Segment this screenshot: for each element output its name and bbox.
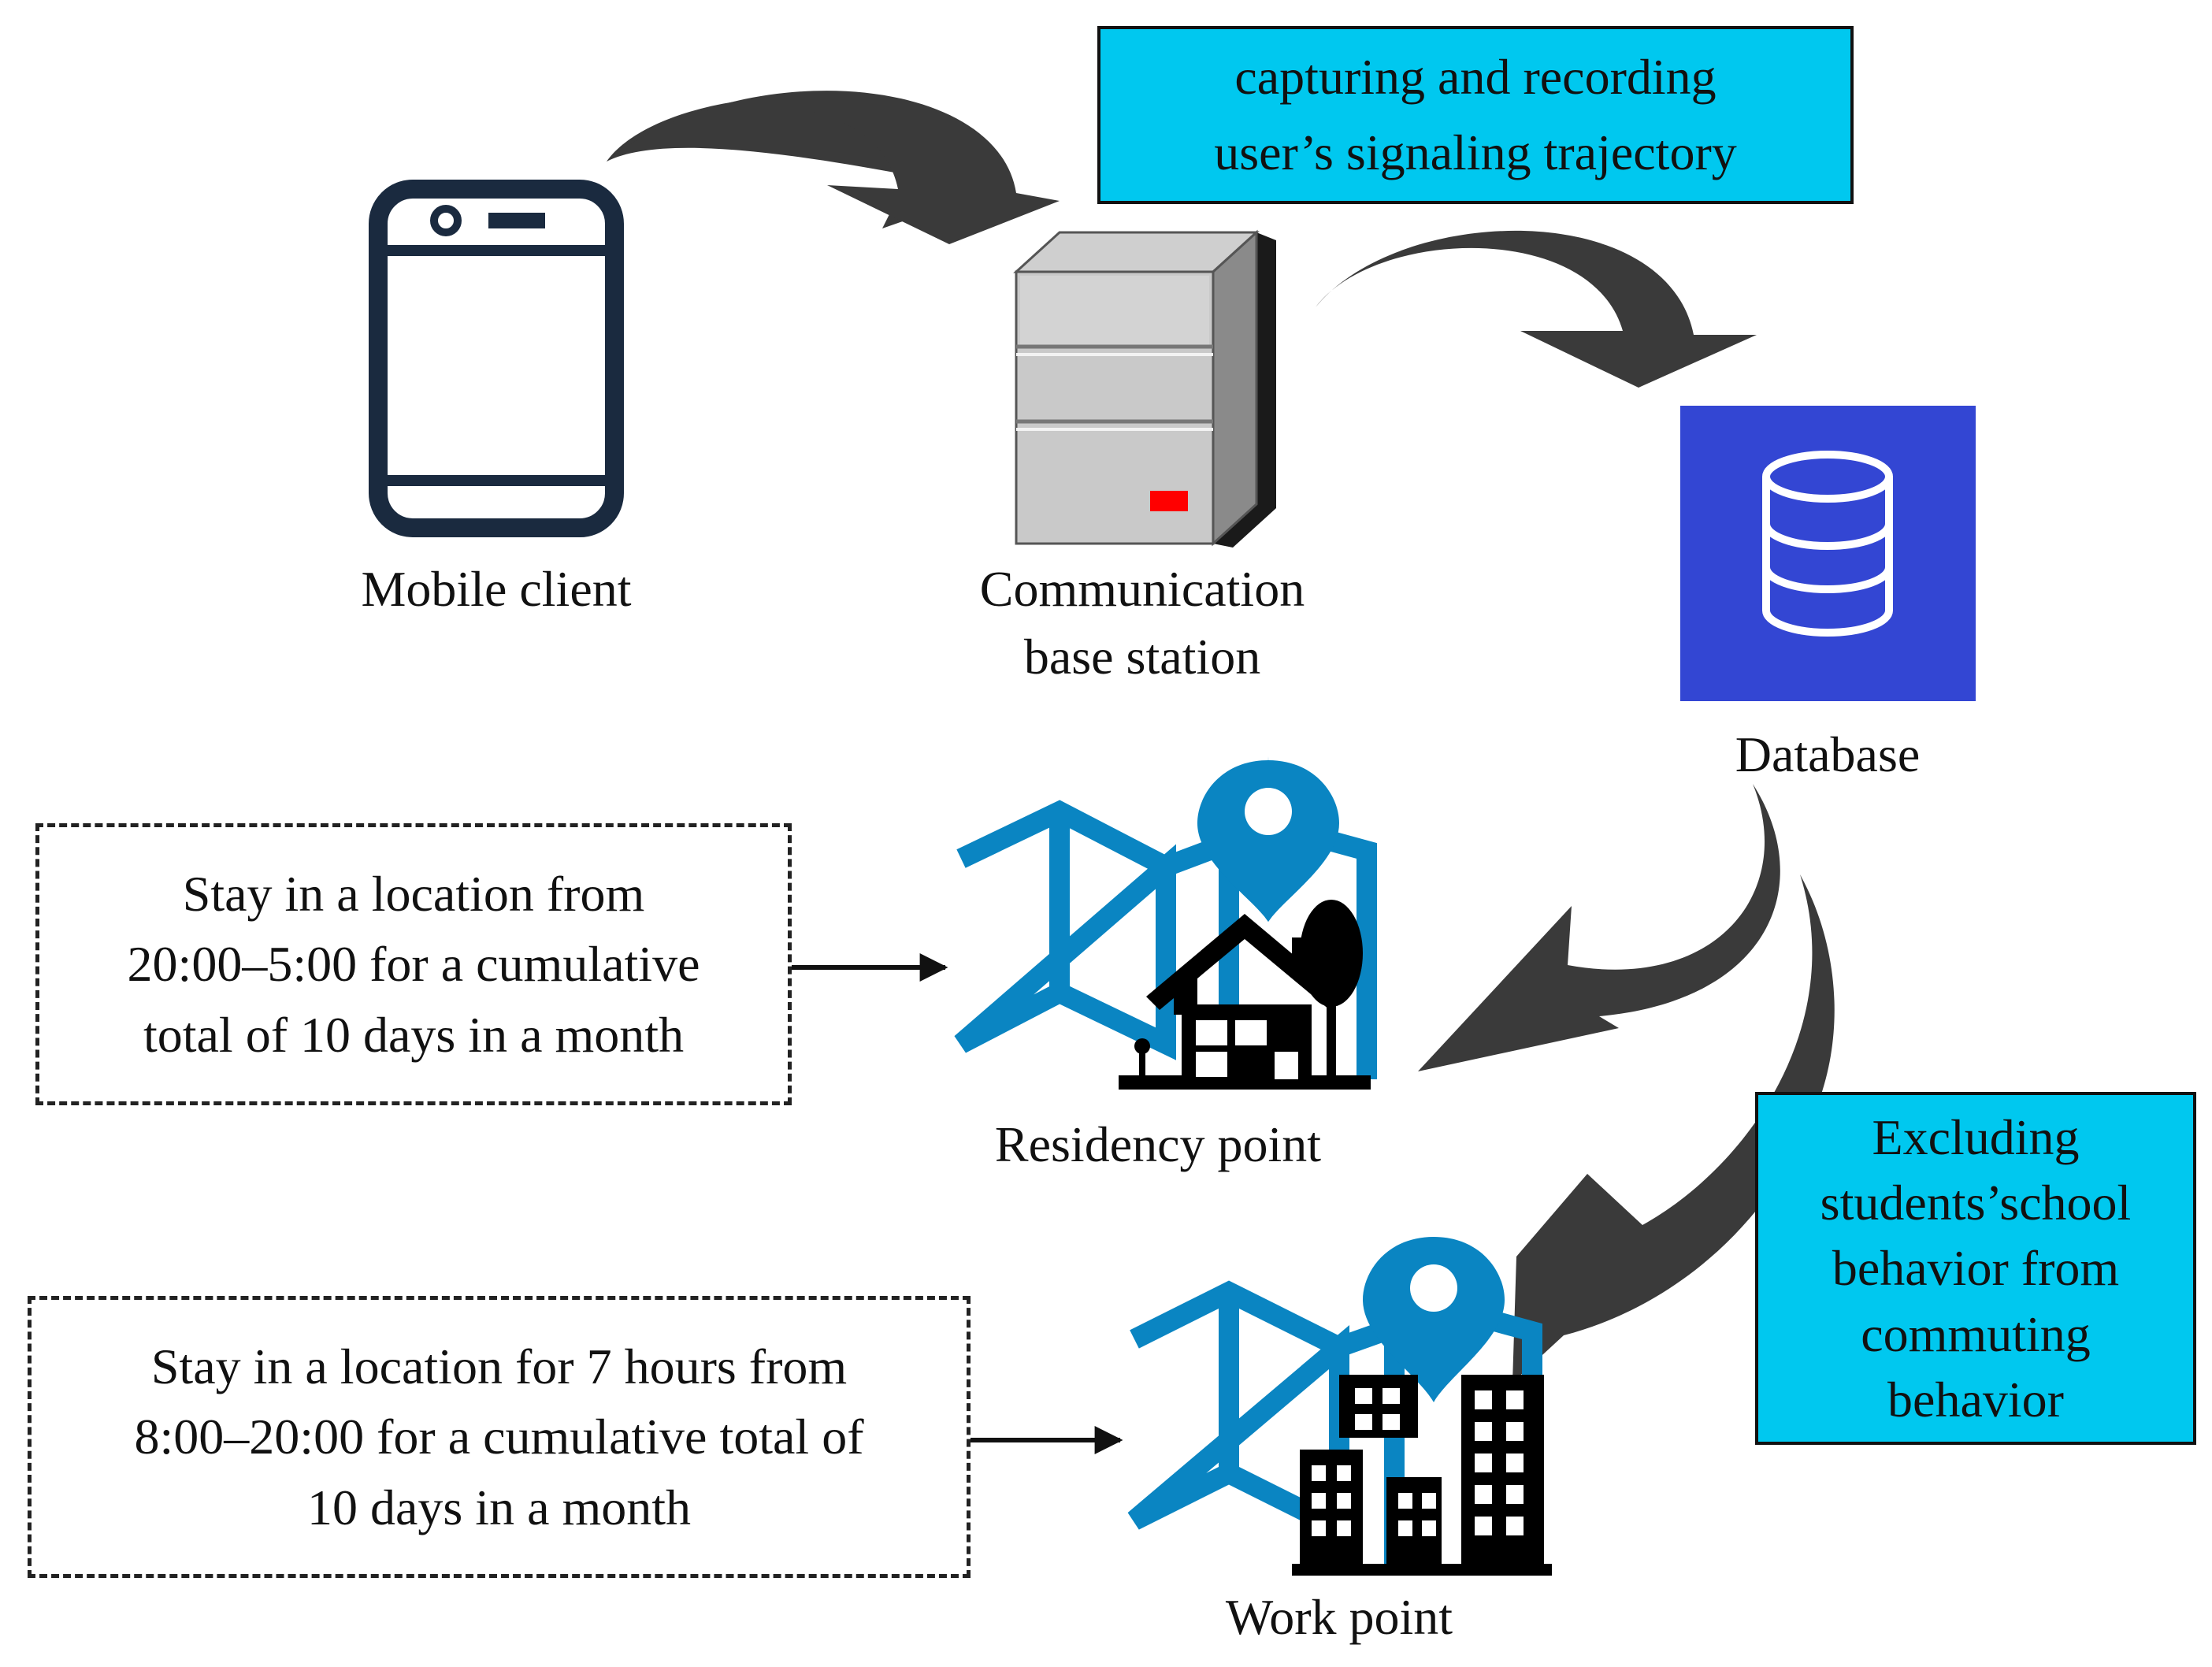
database-label: Database <box>1654 721 2001 789</box>
work-rule-line-3: 10 days in a month <box>306 1479 692 1535</box>
excluding-annotation-box: Excluding students’school behavior from … <box>1755 1092 2196 1445</box>
work-point-label-text: Work point <box>1225 1589 1453 1645</box>
capture-annotation-box: capturing and recording user’s signaling… <box>1097 26 1854 204</box>
smartphone-icon <box>369 180 624 537</box>
residency-point-label-text: Residency point <box>994 1116 1322 1172</box>
mobile-client-label: Mobile client <box>299 555 693 623</box>
excluding-line-2: students’school <box>1820 1175 2132 1231</box>
excluding-line-1: Excluding <box>1872 1109 2080 1166</box>
database-icon <box>1680 406 1976 701</box>
mobile-client-label-text: Mobile client <box>361 561 632 617</box>
flow-arrow-database-to-residency <box>1418 784 1780 1071</box>
map-house-icon <box>954 756 1377 1090</box>
excluding-line-3: behavior from <box>1832 1240 2120 1297</box>
work-rule-line-2: 8:00–20:00 for a cumulative total of <box>134 1409 864 1465</box>
status-indicator <box>1150 491 1188 511</box>
excluding-line-5: behavior <box>1887 1371 2064 1428</box>
capture-line-1: capturing and recording <box>1234 49 1717 105</box>
work-point-label: Work point <box>1142 1583 1536 1651</box>
server-icon <box>1013 229 1276 548</box>
map-buildings-icon <box>1127 1237 1552 1576</box>
base-station-label-line-2: base station <box>1023 629 1261 685</box>
base-station-label-line-1: Communication <box>979 561 1305 617</box>
flow-arrow-station-to-database <box>1316 230 1757 388</box>
work-rule-box: Stay in a location for 7 hours from 8:00… <box>28 1296 971 1578</box>
residency-rule-line-2: 20:00–5:00 for a cumulative <box>127 936 700 993</box>
work-rule-line-1: Stay in a location for 7 hours from <box>150 1338 848 1394</box>
database-label-text: Database <box>1735 726 1921 782</box>
capture-line-2: user’s signaling trajectory <box>1214 124 1737 180</box>
residency-rule-line-1: Stay in a location from <box>182 865 645 922</box>
residency-rule-line-3: total of 10 days in a month <box>143 1006 685 1063</box>
flow-arrow-database-to-work <box>1512 874 1835 1383</box>
residency-point-label: Residency point <box>922 1111 1394 1179</box>
residency-rule-box: Stay in a location from 20:00–5:00 for a… <box>35 823 792 1105</box>
flow-arrow-mobile-to-station <box>607 91 1060 244</box>
excluding-line-4: commuting <box>1861 1305 2091 1362</box>
base-station-label: Communication base station <box>906 555 1379 692</box>
